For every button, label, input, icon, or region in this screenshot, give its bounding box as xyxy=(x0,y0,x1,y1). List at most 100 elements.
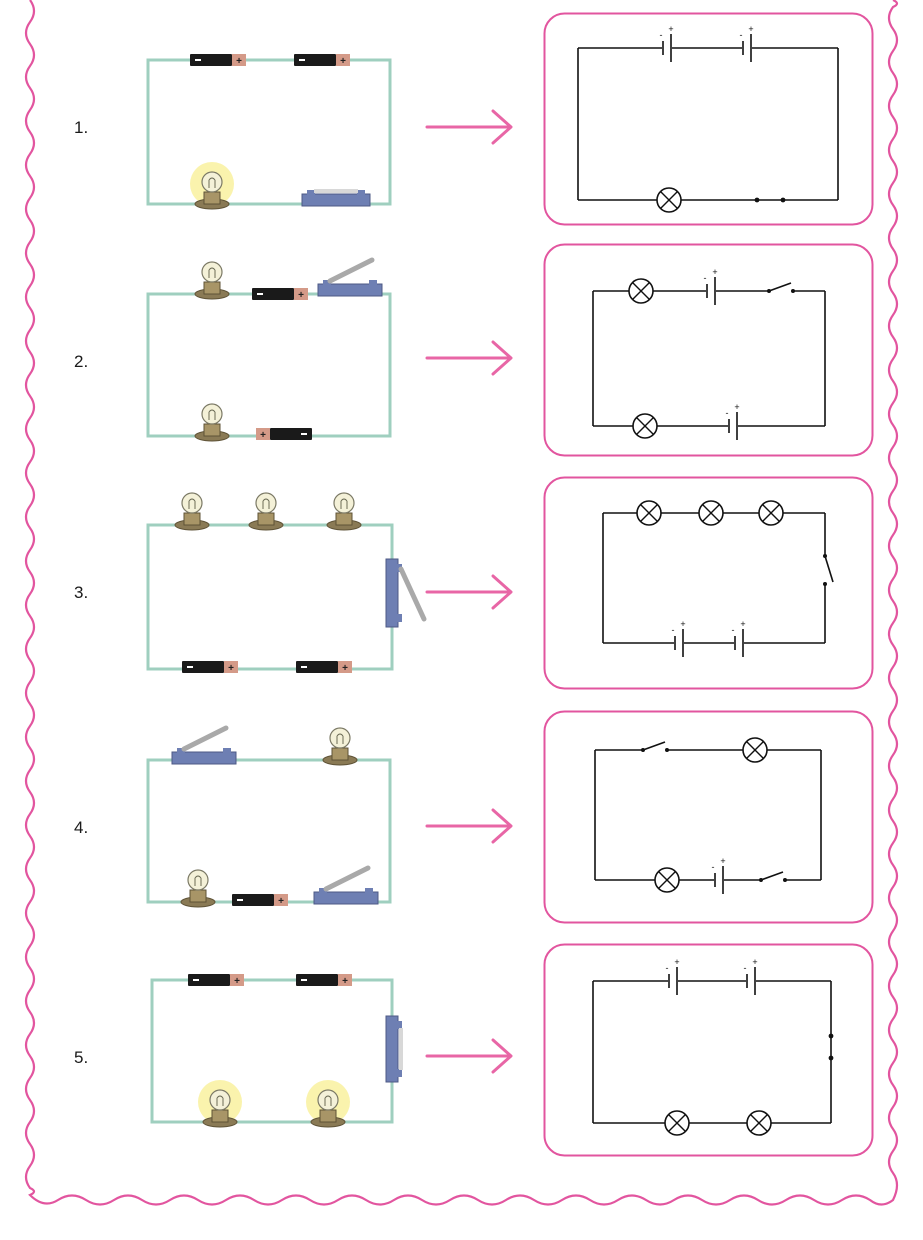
svg-text:+: + xyxy=(228,663,234,674)
cell-symbol: +- xyxy=(740,24,754,62)
battery-icon: + xyxy=(256,428,312,441)
lamp-symbol xyxy=(664,1110,690,1136)
battery-icon: + xyxy=(232,894,288,907)
switch-icon xyxy=(171,725,237,765)
cell-symbol: +- xyxy=(732,619,746,657)
cell-symbol: +- xyxy=(666,957,680,995)
svg-text:+: + xyxy=(734,402,739,412)
lamp-symbol xyxy=(656,187,682,213)
open-switch-symbol xyxy=(823,554,835,586)
schematic-box xyxy=(543,243,874,457)
bulb-icon xyxy=(180,869,216,908)
open-switch-symbol xyxy=(759,866,787,882)
battery-icon: + xyxy=(190,54,246,67)
battery-icon: + xyxy=(252,288,308,301)
cell-symbol: +- xyxy=(712,856,726,894)
svg-text:+: + xyxy=(674,957,679,967)
svg-text:+: + xyxy=(340,56,346,67)
arrow-icon xyxy=(425,808,513,844)
switch-icon xyxy=(385,1015,403,1083)
bulb-icon xyxy=(174,492,210,531)
battery-icon: + xyxy=(188,974,244,987)
arrow-icon xyxy=(425,574,513,610)
svg-text:+: + xyxy=(298,290,304,301)
svg-text:-: - xyxy=(712,862,715,872)
bulb-icon xyxy=(198,1080,242,1128)
svg-text:+: + xyxy=(720,856,725,866)
open-switch-symbol xyxy=(641,736,669,752)
bulb-icon xyxy=(322,727,358,766)
svg-text:+: + xyxy=(752,957,757,967)
lamp-symbol xyxy=(632,413,658,439)
cell-symbol: +- xyxy=(744,957,758,995)
circuit-picture-3: ++ xyxy=(146,492,427,674)
svg-text:-: - xyxy=(744,963,747,973)
lamp-symbol xyxy=(698,500,724,526)
cell-symbol: +- xyxy=(660,24,674,62)
svg-text:+: + xyxy=(712,267,717,277)
arrow-icon xyxy=(425,1038,513,1074)
svg-text:+: + xyxy=(740,619,745,629)
item-number: 2. xyxy=(74,352,89,371)
svg-text:+: + xyxy=(278,896,284,907)
svg-text:-: - xyxy=(666,963,669,973)
svg-text:+: + xyxy=(260,430,266,441)
circuit-picture-2: ++ xyxy=(146,257,392,442)
svg-text:-: - xyxy=(660,30,663,40)
svg-text:+: + xyxy=(748,24,753,34)
svg-text:-: - xyxy=(672,625,675,635)
svg-text:-: - xyxy=(740,30,743,40)
bulb-icon xyxy=(306,1080,350,1128)
wire xyxy=(146,58,392,206)
arrow-head xyxy=(491,109,513,145)
switch-icon xyxy=(313,865,379,905)
lamp-symbol xyxy=(628,278,654,304)
bulb-icon xyxy=(194,261,230,300)
item-number: 5. xyxy=(74,1048,89,1067)
switch-icon xyxy=(301,189,371,207)
arrow-head xyxy=(491,1038,513,1074)
schematic-diagram-5: +-+- xyxy=(543,943,874,1157)
bulb-icon xyxy=(194,403,230,442)
battery-icon: + xyxy=(296,661,352,674)
svg-text:-: - xyxy=(732,625,735,635)
wire xyxy=(146,523,394,671)
switch-icon xyxy=(385,558,427,628)
arrow-icon xyxy=(425,340,513,376)
lamp-symbol xyxy=(742,737,768,763)
circuit-picture-5: ++ xyxy=(150,974,403,1128)
lamp-symbol xyxy=(654,867,680,893)
wire xyxy=(146,292,392,438)
item-number: 3. xyxy=(74,583,89,602)
svg-text:+: + xyxy=(342,663,348,674)
schematic-box xyxy=(543,943,874,1157)
wire xyxy=(146,758,392,904)
svg-text:-: - xyxy=(704,273,707,283)
schematic-box xyxy=(543,476,874,690)
svg-text:+: + xyxy=(236,56,242,67)
svg-text:+: + xyxy=(680,619,685,629)
battery-icon: + xyxy=(294,54,350,67)
schematic-diagram-3: +-+- xyxy=(543,476,874,690)
lamp-symbol xyxy=(636,500,662,526)
circuit-picture-4: + xyxy=(146,725,392,908)
arrow-icon xyxy=(425,109,513,145)
item-number: 1. xyxy=(74,118,89,137)
cell-symbol: +- xyxy=(704,267,718,305)
arrow-head xyxy=(491,340,513,376)
svg-text:+: + xyxy=(342,976,348,987)
wire xyxy=(150,978,394,1124)
svg-text:+: + xyxy=(234,976,240,987)
svg-text:-: - xyxy=(726,408,729,418)
lamp-symbol xyxy=(746,1110,772,1136)
closed-switch-symbol xyxy=(828,1033,834,1061)
open-switch-symbol xyxy=(767,277,795,293)
arrow-head xyxy=(491,808,513,844)
schematic-box xyxy=(543,710,874,924)
bulb-icon xyxy=(248,492,284,531)
cell-symbol: +- xyxy=(726,402,740,440)
battery-icon: + xyxy=(296,974,352,987)
svg-text:+: + xyxy=(668,24,673,34)
bulb-icon xyxy=(190,162,234,210)
